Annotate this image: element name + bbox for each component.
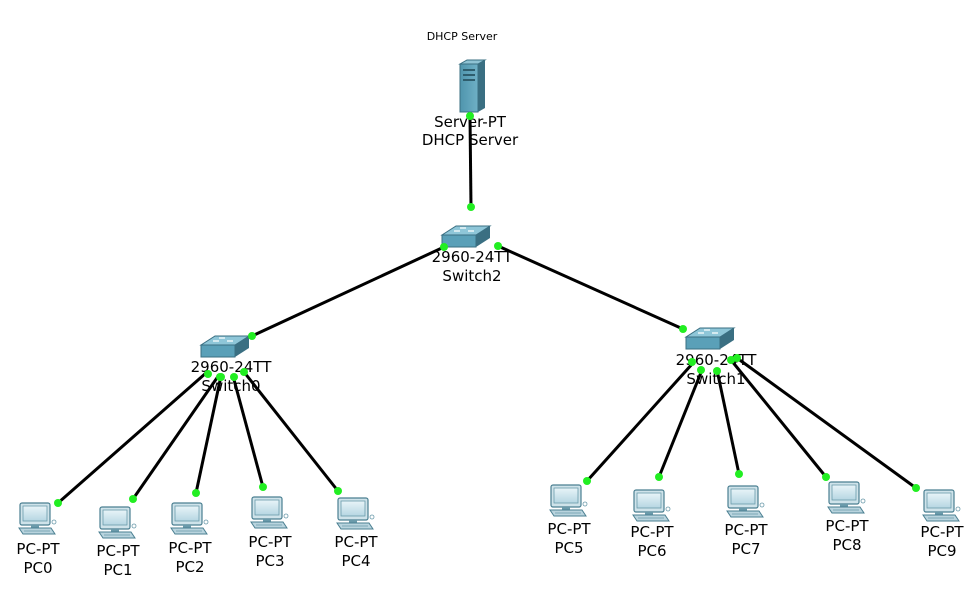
pc-model-label: PC-PT (248, 533, 292, 551)
ports-layer (54, 112, 920, 507)
pc-name-label: PC6 (637, 542, 666, 560)
switch-model-label: 2960-24TT (191, 358, 273, 376)
link-cable[interactable] (729, 359, 828, 478)
topology-note: DHCP Server (426, 30, 498, 43)
pc-name-label: PC3 (255, 552, 284, 570)
pc-name-label: PC5 (554, 539, 583, 557)
port-status-indicator (129, 495, 137, 503)
link-cable[interactable] (497, 244, 684, 331)
port-status-indicator (655, 473, 663, 481)
pc-model-label: PC-PT (547, 520, 591, 538)
pc-name-label: PC1 (103, 561, 132, 579)
pc-name-label: PC4 (341, 552, 370, 570)
port-status-indicator (822, 473, 830, 481)
link-cable[interactable] (468, 115, 473, 208)
port-status-indicator (217, 373, 225, 381)
pc-node-pc7[interactable] (726, 485, 765, 518)
switch-node-switch2[interactable] (440, 225, 492, 248)
port-status-indicator (230, 373, 238, 381)
pc-model-label: PC-PT (920, 523, 964, 541)
port-status-indicator (735, 470, 743, 478)
port-status-indicator (54, 499, 62, 507)
pc-model-label: PC-PT (825, 517, 869, 535)
pc-node-pc6[interactable] (632, 489, 671, 522)
pc-model-label: PC-PT (724, 521, 768, 539)
link-cable[interactable] (251, 245, 445, 338)
port-status-indicator (583, 477, 591, 485)
pc-name-label: PC0 (23, 559, 52, 577)
pc-model-label: PC-PT (96, 542, 140, 560)
port-status-indicator (248, 332, 256, 340)
pc-model-label: PC-PT (16, 540, 60, 558)
pc-name-label: PC9 (927, 542, 956, 560)
switch-node-switch0[interactable] (199, 335, 251, 358)
pc-node-pc8[interactable] (827, 481, 866, 514)
link-cable[interactable] (736, 356, 917, 490)
link-cable[interactable] (231, 375, 265, 488)
switch-name-label: Switch1 (686, 370, 745, 388)
pc-node-pc3[interactable] (250, 496, 289, 529)
switch-name-label: Switch0 (201, 377, 260, 395)
link-cable[interactable] (715, 369, 741, 475)
port-status-indicator (494, 242, 502, 250)
port-status-indicator (688, 358, 696, 366)
pc-node-pc2[interactable] (170, 502, 209, 535)
pc-node-pc5[interactable] (549, 484, 588, 517)
link-cable[interactable] (194, 375, 223, 494)
port-status-indicator (697, 366, 705, 374)
port-status-indicator (912, 484, 920, 492)
links-layer (57, 115, 917, 505)
link-cable[interactable] (242, 371, 340, 492)
port-status-indicator (713, 367, 721, 375)
port-status-indicator (466, 112, 474, 120)
pc-name-label: PC8 (832, 536, 861, 554)
pc-node-pc0[interactable] (18, 502, 57, 535)
pc-node-pc4[interactable] (336, 497, 375, 530)
pc-model-label: PC-PT (334, 533, 378, 551)
port-status-indicator (240, 368, 248, 376)
server-model-label: Server-PT (434, 113, 507, 131)
server-name-label: DHCP Server (422, 131, 519, 149)
link-cable[interactable] (657, 369, 704, 478)
pc-name-label: PC2 (175, 558, 204, 576)
pc-node-pc1[interactable] (98, 506, 137, 539)
switch-node-switch1[interactable] (684, 327, 736, 350)
pc-name-label: PC7 (731, 540, 760, 558)
port-status-indicator (204, 370, 212, 378)
switch-name-label: Switch2 (442, 267, 501, 285)
port-status-indicator (467, 203, 475, 211)
pc-model-label: PC-PT (630, 523, 674, 541)
link-cable[interactable] (131, 374, 221, 500)
pc-model-label: PC-PT (168, 539, 212, 557)
port-status-indicator (440, 243, 448, 251)
link-cable[interactable] (585, 361, 695, 483)
link-cable[interactable] (57, 371, 207, 505)
pc-node-pc9[interactable] (922, 489, 961, 522)
port-status-indicator (192, 489, 200, 497)
port-status-indicator (679, 325, 687, 333)
switch-model-label: 2960-24TT (432, 248, 514, 266)
port-status-indicator (334, 487, 342, 495)
port-status-indicator (259, 483, 267, 491)
dhcp-server-node[interactable] (458, 59, 487, 113)
port-status-indicator (733, 354, 741, 362)
switch-model-label: 2960-24TT (676, 351, 758, 369)
